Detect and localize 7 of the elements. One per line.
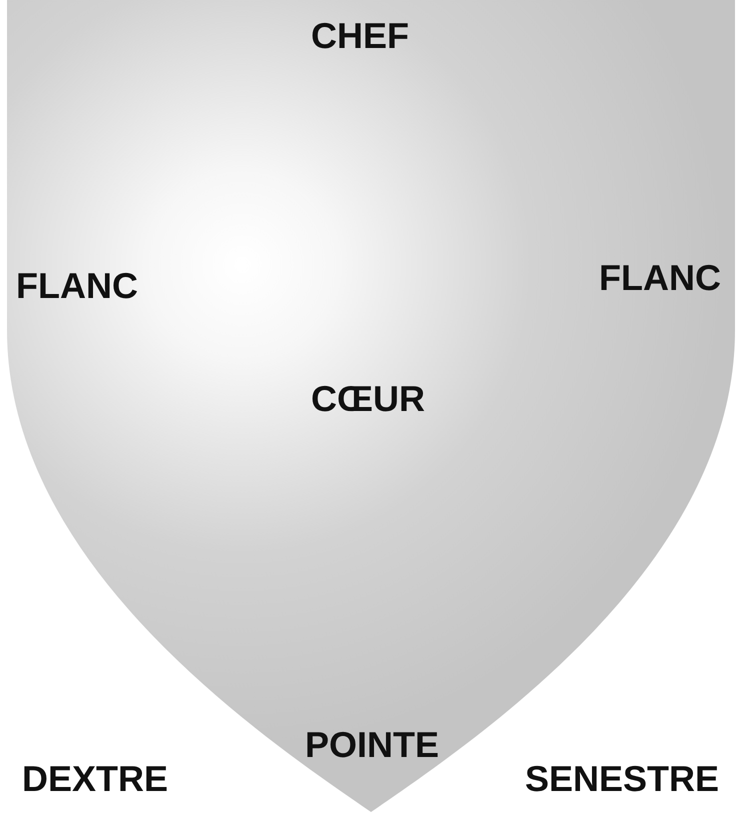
region-label: POINTE [305, 727, 439, 763]
region-label: CHEF [311, 18, 409, 54]
region-label: FLANC [599, 260, 721, 296]
side-label: DEXTRE [22, 761, 168, 797]
region-label: CŒUR [311, 381, 425, 417]
side-label: SENESTRE [524, 761, 720, 797]
region-label: FLANC [16, 268, 138, 304]
